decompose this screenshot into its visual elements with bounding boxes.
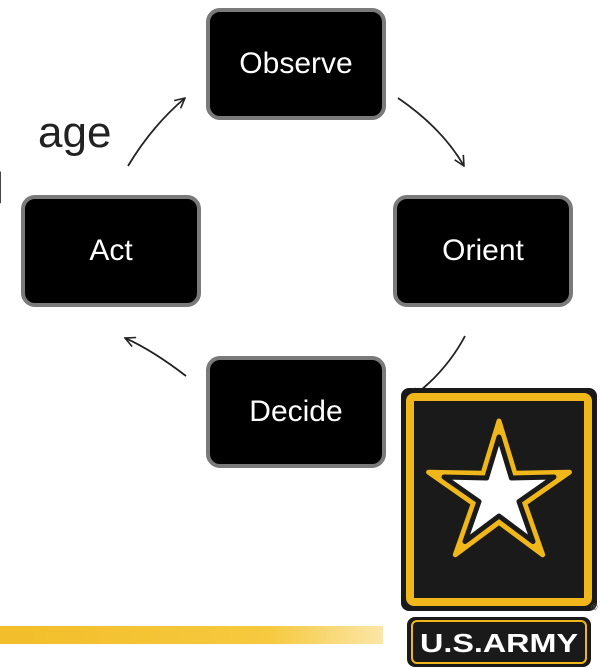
node-orient: Orient bbox=[393, 195, 573, 307]
arrow-decide-to-act bbox=[125, 338, 187, 377]
logo-badge-gold-frame bbox=[406, 393, 592, 606]
gold-accent-bar bbox=[0, 626, 383, 644]
army-star-icon bbox=[426, 418, 572, 558]
node-decide: Decide bbox=[206, 356, 386, 468]
registered-mark: ® bbox=[591, 602, 598, 612]
node-act: Act bbox=[21, 195, 201, 307]
arrow-observe-to-orient bbox=[397, 97, 464, 166]
arrow-act-to-observe bbox=[127, 98, 185, 167]
us-army-logo: U.S.ARMY ® bbox=[401, 388, 598, 667]
partial-heading-word: age bbox=[38, 108, 112, 157]
node-observe: Observe bbox=[206, 8, 386, 120]
logo-wordmark-box bbox=[407, 617, 591, 667]
partial-heading-letter: l bbox=[0, 167, 4, 211]
logo-wordmark: U.S.ARMY bbox=[420, 628, 578, 658]
